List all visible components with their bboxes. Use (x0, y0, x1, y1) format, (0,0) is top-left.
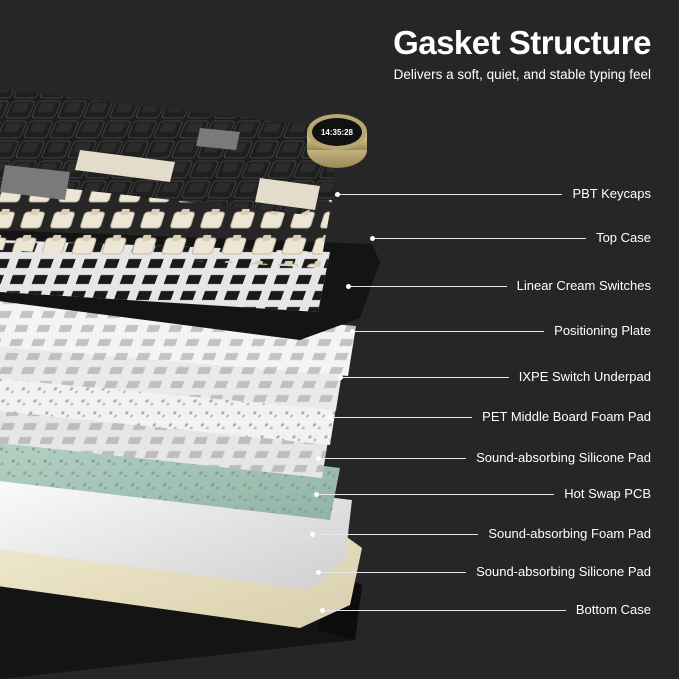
leader-dot (320, 608, 325, 613)
layer-label: Positioning Plate (554, 323, 651, 338)
leader-line (372, 238, 587, 239)
leader-line (318, 458, 467, 459)
leader-line (330, 417, 472, 418)
layer-label: Bottom Case (575, 602, 651, 617)
leader-dot (338, 375, 343, 380)
leader-dot (370, 236, 375, 241)
leader-dot (350, 329, 355, 334)
leader-line (322, 610, 566, 611)
positioning-plate-layer (0, 296, 356, 376)
leader-dot (328, 415, 333, 420)
leader-line (337, 194, 563, 195)
leader-line (352, 331, 545, 332)
layer-label: PET Middle Board Foam Pad (482, 409, 651, 424)
layer-label: Sound-absorbing Silicone Pad (476, 564, 651, 579)
layer-label: Hot Swap PCB (564, 486, 651, 501)
layer-label: Linear Cream Switches (516, 278, 651, 293)
leader-dot (335, 192, 340, 197)
layer-label: IXPE Switch Underpad (518, 369, 651, 384)
leader-line (312, 534, 479, 535)
page-title: Gasket Structure (393, 24, 651, 61)
leader-dot (316, 456, 321, 461)
leader-line (316, 494, 555, 495)
page-subtitle: Delivers a soft, quiet, and stable typin… (393, 67, 651, 82)
leader-line (318, 572, 467, 573)
knob-time: 14:35:28 (321, 128, 354, 137)
layer-label: PBT Keycaps (572, 186, 651, 201)
leader-dot (310, 532, 315, 537)
leader-line (340, 377, 509, 378)
leader-dot (314, 492, 319, 497)
leader-dot (346, 284, 351, 289)
knob-display: 14:35:28 (307, 114, 367, 168)
leader-line (348, 286, 507, 287)
layer-label: Sound-absorbing Foam Pad (488, 526, 651, 541)
layer-label: Top Case (596, 230, 651, 245)
layer-label: Sound-absorbing Silicone Pad (476, 450, 651, 465)
pbt-keycaps-layer (0, 89, 336, 214)
leader-dot (316, 570, 321, 575)
